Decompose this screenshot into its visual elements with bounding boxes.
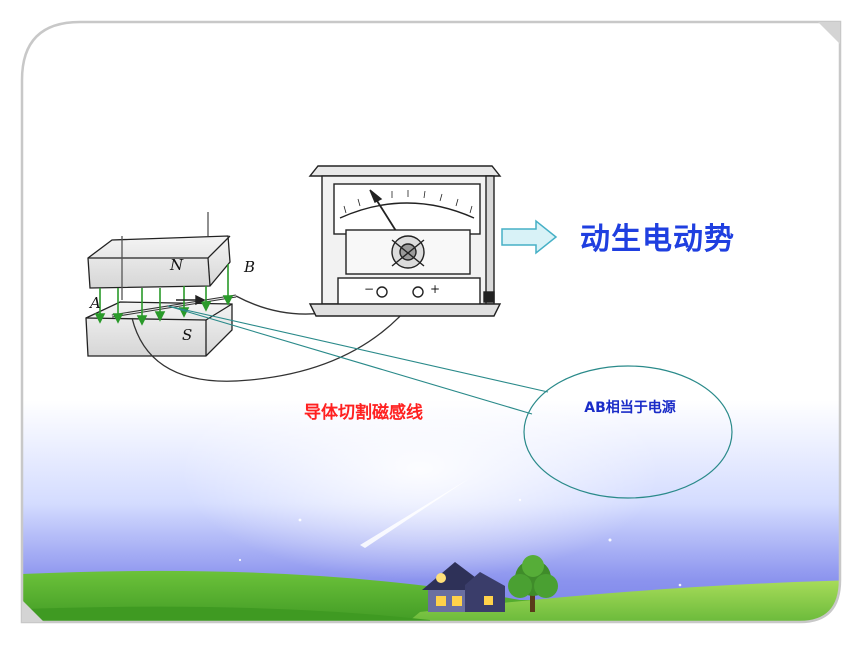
meter-minus-terminal: − xyxy=(364,282,375,296)
south-pole-label: S xyxy=(182,326,193,344)
rod-end-b-label: B xyxy=(244,258,256,276)
frame-corner-fold xyxy=(818,22,840,44)
galvanometer xyxy=(308,165,502,317)
tree-icon xyxy=(508,555,558,612)
callout-text: AB相当于电源 xyxy=(584,400,676,416)
house-icon xyxy=(422,562,505,612)
frame-corner-fold-bottom xyxy=(22,600,44,622)
callout-bubble xyxy=(523,365,733,499)
north-pole-label: N xyxy=(170,256,184,274)
rod-end-a-label: A xyxy=(90,294,101,312)
shooting-star-icon xyxy=(360,478,470,548)
callout-pointer xyxy=(167,305,549,415)
diagram-caption: 导体切割磁感线 xyxy=(304,403,423,423)
slide-title: 动生电动势 xyxy=(580,222,735,257)
magnetic-field-arrows xyxy=(94,264,234,326)
grass-hill-left xyxy=(22,606,430,622)
rod-motion-arrow xyxy=(176,294,206,306)
hollow-arrow-icon xyxy=(501,219,558,255)
magnet-apparatus xyxy=(85,212,417,382)
meter-plus-terminal: + xyxy=(430,282,441,296)
grass-hill-front xyxy=(380,580,840,622)
